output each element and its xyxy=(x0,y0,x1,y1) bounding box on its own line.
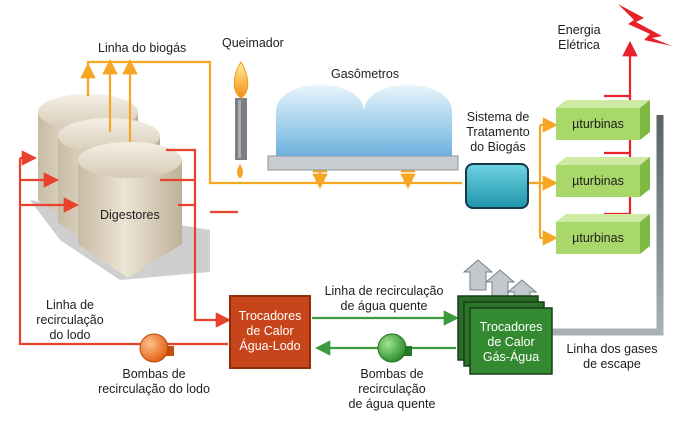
electric-energy-label: Energia Elétrica xyxy=(552,23,606,53)
water-sludge-exchanger-line1: Trocadores xyxy=(238,309,302,323)
electric-energy-label-line2: Elétrica xyxy=(558,38,600,52)
pump-icon xyxy=(377,333,412,363)
hot-water-line-label-line1: Linha de recirculação xyxy=(324,284,444,298)
hot-water-pumps-label-line2: recirculação xyxy=(358,382,426,396)
hot-water-pumps-label-line1: Bombas de xyxy=(360,367,424,381)
gasometers-label: Gasômetros xyxy=(331,67,400,81)
gasometers xyxy=(267,85,459,171)
exhaust-line-label-line2: de escape xyxy=(583,357,641,371)
sludge-line-label-line1: Linha de xyxy=(46,298,94,312)
sludge-pumps-label: Bombas de recirculação do lodo xyxy=(88,367,220,397)
exhaust-line-label: Linha dos gases de escape xyxy=(562,342,662,372)
biogas-line-label: Linha do biogás xyxy=(98,41,187,55)
gas-water-exchanger-line1: Trocadores xyxy=(479,320,543,334)
burner xyxy=(233,61,249,178)
digesters-label: Digestores xyxy=(100,208,160,222)
gasometer-dome-left xyxy=(276,85,364,156)
exhaust-vent-arrows xyxy=(462,259,538,311)
biogas-treatment-unit xyxy=(465,163,529,209)
microturbine-unit-2 xyxy=(556,157,650,197)
treatment-system-label: Sistema de Tratamento do Biogás xyxy=(460,110,536,155)
microturbine-label-2: µturbinas xyxy=(572,174,624,188)
gasometer-dome-right xyxy=(364,85,452,156)
sludge-recirculation-line-label: Linha de recirculação do lodo xyxy=(30,298,110,343)
sludge-pumps-label-line2: recirculação do lodo xyxy=(98,382,210,396)
water-sludge-exchanger-line3: Água-Lodo xyxy=(239,339,301,353)
hot-water-line-label-line2: de água quente xyxy=(340,299,428,313)
gas-water-exchanger-label: Trocadores de Calor Gás-Água xyxy=(470,320,552,365)
treatment-system-label-line3: do Biogás xyxy=(470,140,526,154)
hot-water-pumps-label: Bombas de recirculação de água quente xyxy=(340,367,444,412)
lightning-icon xyxy=(618,4,672,46)
burner-label: Queimador xyxy=(222,36,284,50)
hot-water-line-label: Linha de recirculação de água quente xyxy=(312,284,456,314)
sludge-pumps-label-line1: Bombas de xyxy=(122,367,186,381)
microturbine-label-1: µturbinas xyxy=(572,117,624,131)
water-sludge-exchanger-label: Trocadores de Calor Água-Lodo xyxy=(230,309,310,354)
digester-front xyxy=(78,142,182,278)
heat-exchanger-gas-water xyxy=(457,259,553,375)
microturbine-label-3: µturbinas xyxy=(572,231,624,245)
sludge-line-label-line3: do lodo xyxy=(49,328,91,342)
water-sludge-exchanger-line2: de Calor xyxy=(246,324,294,338)
hot-water-pumps-label-line3: de água quente xyxy=(348,397,436,411)
heat-exchanger-water-sludge xyxy=(229,295,311,369)
treatment-system-label-line1: Sistema de xyxy=(466,110,530,124)
flame-icon xyxy=(233,61,249,99)
treatment-system-label-line2: Tratamento xyxy=(466,125,530,139)
microturbine-unit-3 xyxy=(556,214,650,254)
gas-water-exchanger-line3: Gás-Água xyxy=(482,350,540,364)
microturbine-unit-1 xyxy=(556,100,650,140)
pump-icon xyxy=(139,333,174,363)
sludge-line-label-line2: recirculação xyxy=(36,313,104,327)
exhaust-line-label-line1: Linha dos gases xyxy=(566,342,658,356)
electric-energy-label-line1: Energia xyxy=(557,23,601,37)
gas-water-exchanger-line2: de Calor xyxy=(487,335,535,349)
